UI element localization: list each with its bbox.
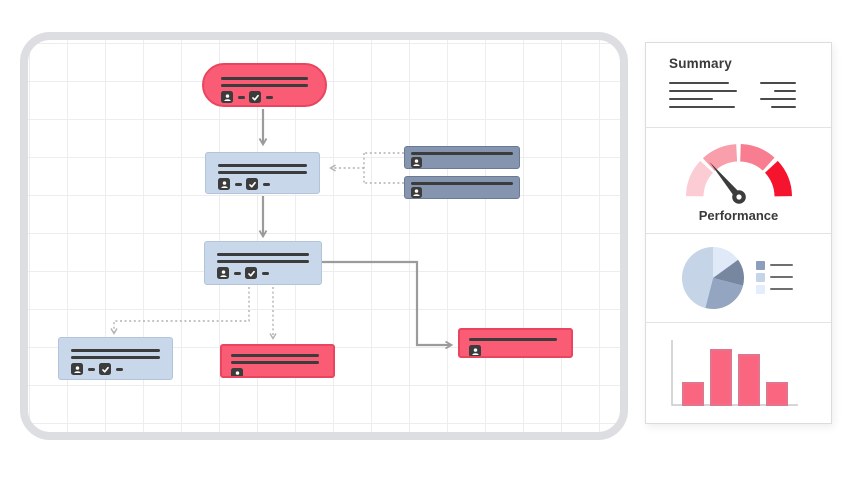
placeholder-dash — [116, 367, 123, 371]
pie-section — [646, 232, 831, 322]
bar-chart-section — [646, 322, 831, 423]
skeleton-line — [771, 106, 796, 108]
edge-attachments-merge — [363, 152, 404, 184]
placeholder-dash — [266, 95, 273, 99]
person-icon — [231, 368, 243, 376]
edge-step2-branch-right — [322, 260, 454, 350]
placeholder-line — [217, 253, 309, 256]
person-icon — [411, 187, 422, 198]
flow-node-attachment-1 — [404, 146, 520, 169]
node-icon-row — [218, 178, 319, 190]
placeholder-dash — [262, 271, 269, 275]
placeholder-line — [221, 77, 308, 80]
bar-chart — [671, 340, 798, 406]
summary-skeleton-left — [669, 82, 737, 114]
check-icon — [249, 91, 261, 103]
check-icon — [99, 363, 111, 375]
flow-connectors — [110, 109, 454, 350]
summary-title: Summary — [669, 56, 732, 71]
placeholder-line — [411, 182, 513, 185]
edge-step2-branch-left — [110, 287, 250, 335]
placeholder-line — [218, 171, 307, 174]
node-icon-row — [217, 267, 321, 279]
legend-swatch — [756, 260, 765, 270]
placeholder-line — [231, 361, 319, 364]
performance-label: Performance — [698, 208, 779, 224]
person-icon — [469, 345, 481, 356]
person-icon — [71, 363, 83, 375]
performance-section: Performance — [646, 127, 831, 232]
skeleton-line — [669, 90, 737, 92]
legend-item — [756, 272, 793, 282]
flow-node-step-2 — [204, 241, 322, 285]
placeholder-line — [71, 349, 160, 352]
pie-legend — [756, 260, 793, 297]
flow-node-start — [202, 63, 327, 107]
legend-label-line — [770, 288, 793, 291]
person-icon — [221, 91, 233, 103]
skeleton-line — [669, 106, 735, 108]
legend-label-line — [770, 276, 793, 279]
placeholder-line — [217, 260, 309, 263]
node-icon-row — [411, 187, 519, 198]
placeholder-line — [71, 356, 160, 359]
placeholder-dash — [88, 367, 95, 371]
placeholder-line — [221, 84, 308, 87]
check-icon — [246, 178, 258, 190]
summary-skeleton-right — [760, 82, 796, 114]
person-icon — [218, 178, 230, 190]
placeholder-dash — [263, 182, 270, 186]
flow-node-branch-right — [458, 328, 573, 358]
skeleton-line — [669, 98, 713, 100]
placeholder-line — [411, 152, 513, 155]
check-icon — [245, 267, 257, 279]
placeholder-line — [218, 164, 307, 167]
placeholder-dash — [234, 271, 241, 275]
node-icon-row — [469, 345, 571, 356]
summary-skeleton — [669, 82, 796, 114]
person-icon — [217, 267, 229, 279]
node-icon-row — [221, 91, 325, 103]
person-icon — [411, 157, 422, 168]
skeleton-line — [760, 82, 796, 84]
node-icon-row — [411, 157, 519, 168]
flow-node-step-1 — [205, 152, 320, 194]
legend-swatch — [756, 272, 765, 282]
legend-label-line — [770, 264, 793, 267]
performance-gauge — [685, 144, 792, 205]
placeholder-line — [469, 338, 557, 341]
flow-node-branch-left — [58, 337, 173, 380]
legend-item — [756, 260, 793, 270]
skeleton-line — [760, 98, 796, 100]
placeholder-dash — [235, 182, 242, 186]
flowchart-canvas — [20, 32, 628, 440]
placeholder-dash — [238, 95, 245, 99]
node-icon-row — [231, 368, 333, 376]
legend-item — [756, 284, 793, 294]
dashboard-panel: Summary Performance — [645, 42, 832, 424]
flow-node-attachment-2 — [404, 176, 520, 199]
legend-swatch — [756, 284, 765, 294]
skeleton-line — [669, 82, 729, 84]
pie-chart — [681, 246, 745, 309]
node-icon-row — [71, 363, 172, 375]
summary-section: Summary — [646, 43, 831, 127]
placeholder-line — [231, 354, 319, 357]
flow-node-branch-middle — [220, 344, 335, 378]
skeleton-line — [774, 90, 796, 92]
